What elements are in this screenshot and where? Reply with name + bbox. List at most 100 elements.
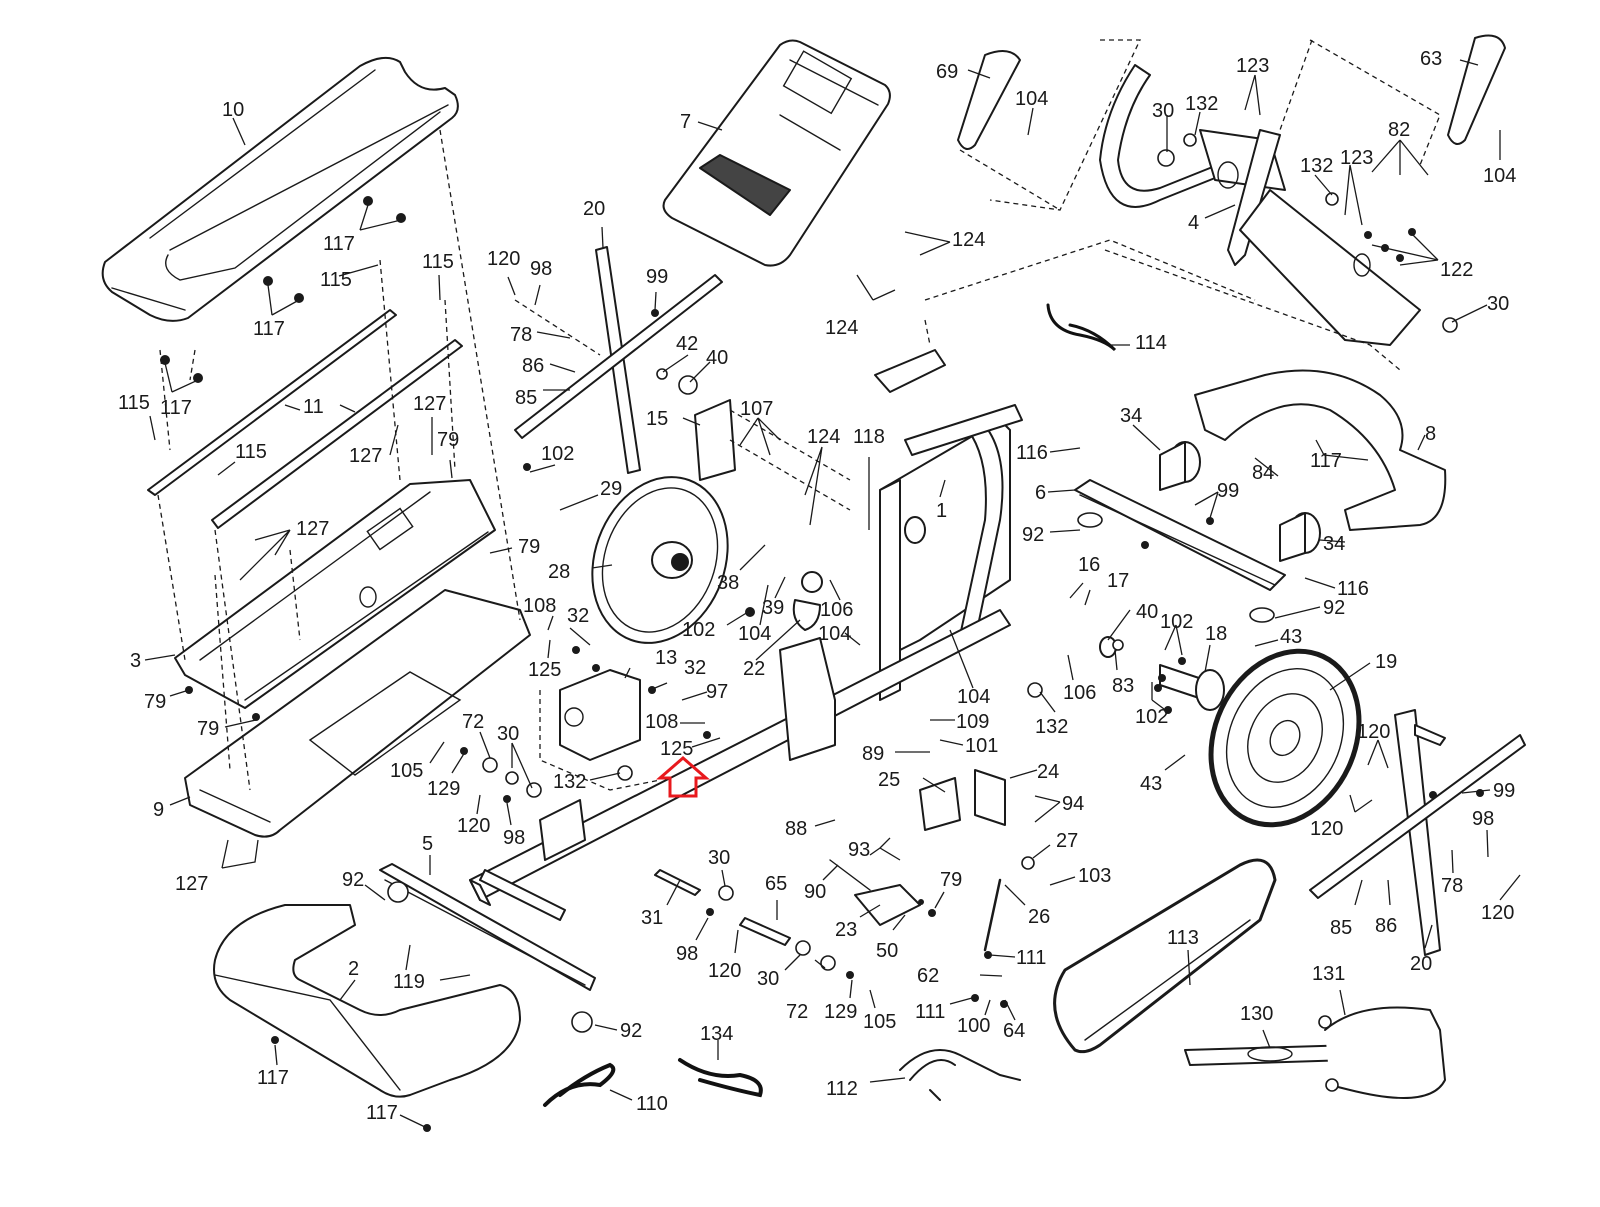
part-31-65-shafts (654, 869, 836, 971)
callout-label: 132 (553, 771, 586, 793)
part-34-rollers (1159, 441, 1321, 562)
callout-label: 98 (676, 943, 698, 965)
callout-label: 113 (1167, 927, 1199, 949)
callout-label: 123 (1236, 55, 1269, 77)
part-13-motor (539, 669, 661, 791)
callout-label: 106 (1063, 682, 1096, 704)
callout-label: 24 (1037, 761, 1059, 783)
callout-label: 93 (848, 839, 870, 861)
callout-label: 117 (323, 233, 355, 255)
cords-group (543, 1049, 1021, 1107)
callout-label: 104 (818, 623, 851, 645)
callout-label: 79 (437, 429, 459, 451)
callout-label: 42 (676, 333, 698, 355)
callout-label: 108 (523, 595, 556, 617)
callout-label: 79 (197, 718, 219, 740)
callout-label: 2 (348, 958, 359, 980)
callout-label: 132 (1035, 716, 1068, 738)
callout-label: 104 (738, 623, 771, 645)
callout-label: 98 (503, 827, 525, 849)
callout-labels: 10 117 117 115 117 115 11 115 115 127 12… (118, 48, 1516, 1124)
part-19-flywheel (1208, 648, 1362, 828)
callout-label: 131 (1312, 963, 1345, 985)
callout-label: 97 (706, 681, 728, 703)
callout-label: 102 (1135, 706, 1168, 728)
callout-label: 30 (757, 968, 779, 990)
callout-label: 101 (965, 735, 998, 757)
callout-label: 102 (1160, 611, 1193, 633)
part-base-frame (469, 609, 1011, 921)
callout-label: 92 (1323, 597, 1345, 619)
callout-label: 86 (522, 355, 544, 377)
callout-label: 111 (915, 1001, 945, 1023)
callout-label: 98 (1472, 808, 1494, 830)
callout-label: 105 (863, 1011, 896, 1033)
callout-label: 117 (366, 1102, 398, 1124)
callout-label: 119 (393, 971, 425, 993)
callout-label: 32 (567, 605, 589, 627)
callout-label: 7 (680, 111, 691, 133)
callout-label: 88 (785, 818, 807, 840)
callout-label: 132 (1185, 93, 1218, 115)
callout-label: 120 (708, 960, 741, 982)
callout-label: 127 (413, 393, 446, 415)
part-20-left-crank (514, 246, 723, 474)
part-23-pedal (829, 859, 921, 926)
callout-label: 117 (253, 318, 285, 340)
callout-label: 115 (118, 392, 150, 414)
callout-label: 129 (824, 1001, 857, 1023)
callout-label: 92 (1022, 524, 1044, 546)
callout-label: 127 (296, 518, 329, 540)
callout-label: 85 (1330, 917, 1352, 939)
callout-label: 23 (835, 919, 857, 941)
callout-label: 99 (1217, 480, 1239, 502)
callout-label: 34 (1120, 405, 1142, 427)
callout-label: 72 (786, 1001, 808, 1023)
callout-label: 112 (826, 1078, 858, 1100)
callout-label: 129 (427, 778, 460, 800)
callout-label: 92 (620, 1020, 642, 1042)
callout-label: 110 (636, 1093, 668, 1115)
callout-label: 134 (700, 1023, 733, 1045)
callout-label: 120 (1310, 818, 1343, 840)
callout-label: 100 (957, 1015, 990, 1037)
part-69-63-grips (957, 34, 1506, 211)
callout-label: 104 (1015, 88, 1048, 110)
callout-label: 117 (257, 1067, 289, 1089)
callout-label: 92 (342, 869, 364, 891)
part-24-25-brackets (779, 637, 1006, 831)
callout-label: 82 (1388, 119, 1410, 141)
part-22-idler-arm (792, 571, 823, 631)
callout-label: 32 (684, 657, 706, 679)
part-9-lower-tray (184, 589, 531, 838)
callout-label: 22 (743, 658, 765, 680)
callout-label: 115 (422, 251, 454, 273)
callout-label: 39 (762, 597, 784, 619)
callout-label: 120 (1481, 902, 1514, 924)
part-114-wire (1046, 303, 1117, 352)
part-3-console-tray (174, 479, 496, 709)
callout-label: 43 (1140, 773, 1162, 795)
callout-label: 79 (144, 691, 166, 713)
callout-label: 30 (708, 847, 730, 869)
callout-label: 4 (1188, 212, 1199, 234)
callout-label: 124 (952, 229, 985, 251)
callout-label: 125 (660, 738, 693, 760)
callout-label: 115 (235, 441, 267, 463)
callout-label: 99 (646, 266, 668, 288)
callout-label: 40 (1136, 601, 1158, 623)
callout-label: 63 (1420, 48, 1442, 70)
callout-label: 79 (940, 869, 962, 891)
callout-label: 117 (160, 397, 192, 419)
leader-lines (144, 59, 1521, 1128)
part-7-console (662, 39, 891, 267)
callout-label: 83 (1112, 675, 1134, 697)
callout-label: 84 (1252, 462, 1274, 484)
callout-label: 64 (1003, 1020, 1025, 1042)
callout-label: 31 (641, 907, 663, 929)
callout-label: 102 (541, 443, 574, 465)
callout-label: 28 (548, 561, 570, 583)
callout-label: 132 (1300, 155, 1333, 177)
callout-label: 103 (1078, 865, 1111, 887)
callout-label: 29 (600, 478, 622, 500)
